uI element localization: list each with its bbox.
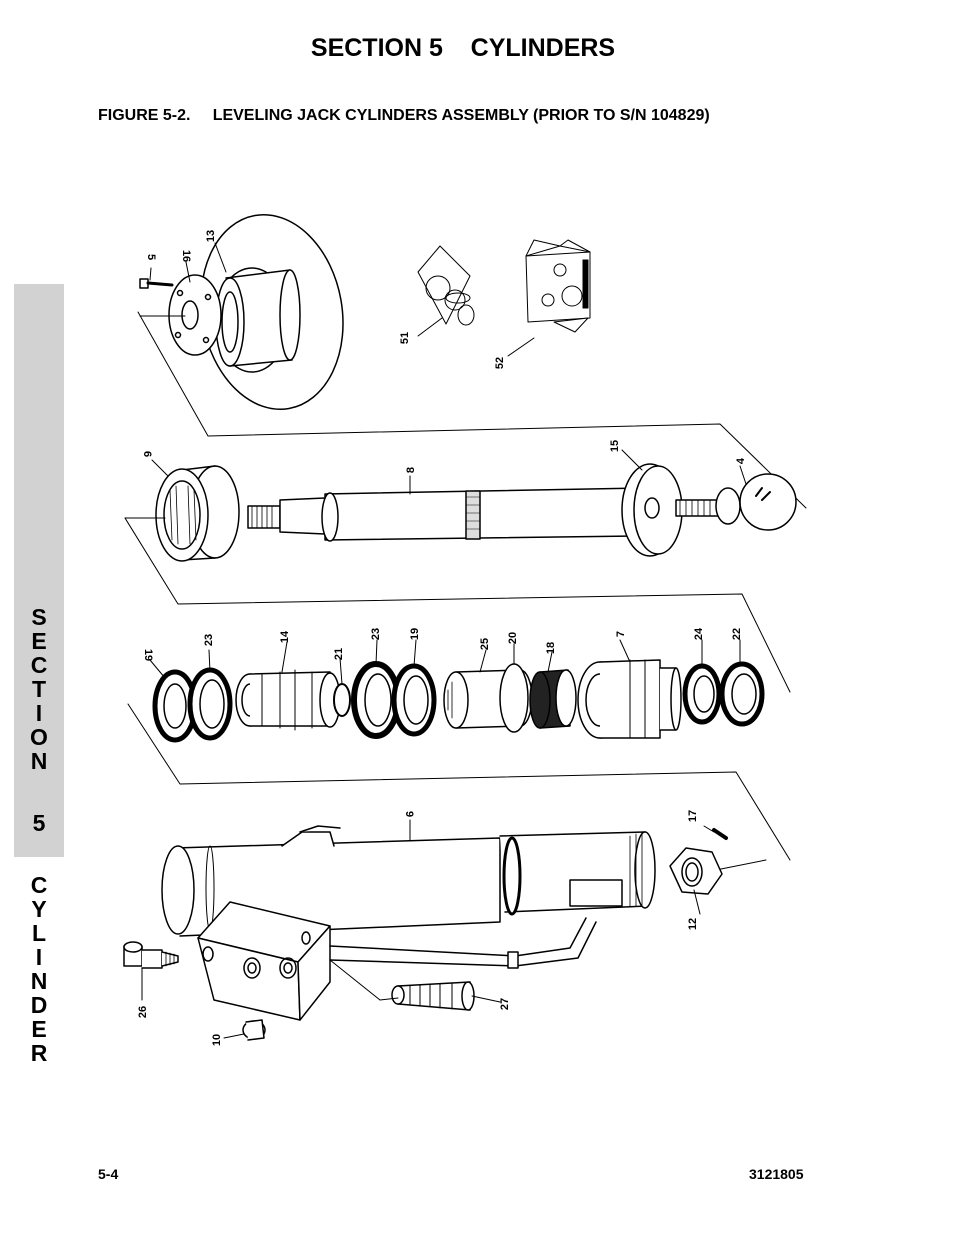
part-4-rod-end <box>675 473 797 531</box>
callout-9: 9 <box>403 811 415 817</box>
page-title: SECTION 5 CYLINDERS <box>310 34 616 62</box>
callout-18: 18 <box>545 642 557 654</box>
side-tab-letter: 5 <box>32 810 46 836</box>
page-number: 5-4 <box>98 1166 119 1182</box>
part-51-seal-kit <box>417 245 475 326</box>
side-tab-letter: I <box>35 944 43 970</box>
part-14-piston <box>235 669 341 731</box>
side-tab-letter: S <box>31 604 47 630</box>
side-tab-letter: Y <box>31 896 47 922</box>
callout-13: 13 <box>205 230 217 242</box>
part-15-washer <box>621 463 683 557</box>
part-22-seal <box>719 661 765 727</box>
part-23-seal <box>351 661 401 739</box>
manifold-block <box>197 901 331 1021</box>
callout-5: 5 <box>145 254 157 260</box>
part-7-head <box>577 659 682 739</box>
side-tab-letter: O <box>30 724 48 750</box>
callout-51: 51 <box>399 332 411 344</box>
figure-title: FIGURE 5-2. LEVELING JACK CYLINDERS ASSE… <box>98 107 710 124</box>
side-tab-letter: I <box>35 700 43 726</box>
callout-19: 19 <box>409 628 421 640</box>
callout-7: 7 <box>615 631 627 637</box>
part-19-seal <box>391 663 437 737</box>
side-tab-letter: N <box>30 968 48 994</box>
side-tab-letter: L <box>31 920 47 946</box>
plane-outline <box>127 703 791 861</box>
side-tab-letter: D <box>30 992 48 1018</box>
part-13-plate <box>200 213 344 411</box>
callout-25: 25 <box>479 638 491 650</box>
part-16-flange <box>168 274 222 356</box>
callout-20: 20 <box>507 632 519 644</box>
part-8-rod <box>247 487 641 542</box>
callout-23: 23 <box>203 634 215 646</box>
callout-52: 52 <box>494 357 506 369</box>
document-number: 3121805 <box>749 1166 804 1182</box>
plane-outline <box>715 859 767 871</box>
part-20-ring <box>499 663 529 733</box>
part-26-relief-valve <box>123 941 179 969</box>
callout-24: 24 <box>693 627 705 640</box>
callout-12: 12 <box>687 918 699 930</box>
callout-8: 8 <box>405 467 417 473</box>
part-6-gland-nut <box>155 465 240 562</box>
part-21-o-ring <box>333 683 351 717</box>
side-tab-letter: E <box>31 628 47 654</box>
plane-outline <box>137 311 807 509</box>
part-27-check-valve <box>391 981 475 1011</box>
callout-26: 26 <box>137 1006 149 1018</box>
side-tab-letter: N <box>30 748 48 774</box>
side-tab-letter: C <box>30 652 48 678</box>
section-side-tab: S E C T I O N 5 C Y L I N D E R <box>14 284 64 1065</box>
part-24-seal <box>682 663 722 725</box>
callout-4: 4 <box>735 457 747 464</box>
side-tab-letter: R <box>30 1040 48 1066</box>
callout-27: 27 <box>499 998 511 1010</box>
callout-14: 14 <box>279 630 291 643</box>
hydraulic-tube <box>329 917 597 969</box>
part-12-nut <box>669 847 723 895</box>
side-tab-letter: C <box>30 872 48 898</box>
part-19-seal <box>152 669 198 743</box>
callout-15: 15 <box>609 440 621 452</box>
callout-19: 19 <box>142 649 154 661</box>
callout-6: 6 <box>141 451 153 457</box>
part-5-bolt <box>139 278 174 289</box>
plane-outline <box>124 517 791 693</box>
part-17-set-screw <box>712 828 728 840</box>
part-10-plug <box>242 1019 266 1041</box>
callout-23: 23 <box>370 628 382 640</box>
part-23-seal <box>187 667 233 741</box>
leader-lines <box>141 242 747 1039</box>
callout-22: 22 <box>731 628 743 640</box>
part-52-kit-box <box>525 239 591 333</box>
callout-16: 16 <box>180 250 192 262</box>
part-18-wiper <box>529 669 577 729</box>
callout-10: 10 <box>211 1034 223 1046</box>
side-tab-letter: E <box>31 1016 47 1042</box>
callout-21: 21 <box>333 648 345 660</box>
callout-17: 17 <box>687 810 699 822</box>
side-tab-letter: T <box>31 676 47 702</box>
